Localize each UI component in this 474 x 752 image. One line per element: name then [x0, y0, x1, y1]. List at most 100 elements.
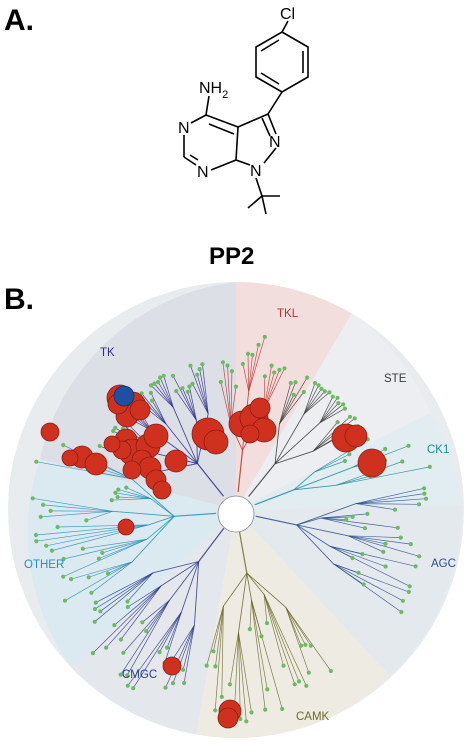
tree-leaf [69, 577, 74, 582]
tree-branch [215, 606, 224, 667]
tree-branch [321, 517, 398, 529]
tree-branch [293, 484, 336, 491]
tree-leaf [61, 574, 66, 579]
tree-leaf [182, 680, 187, 686]
structure-bonds [183, 20, 309, 215]
tree-branch [348, 535, 386, 545]
tree-branch [255, 515, 297, 526]
tree-branch [172, 407, 198, 464]
tree-leaf [174, 388, 179, 394]
tree-branch [151, 400, 167, 425]
tree-branch [127, 585, 162, 608]
tree-branch [347, 535, 384, 553]
tree-leaf [34, 539, 39, 544]
tree-branch [263, 594, 268, 624]
tree-branch [71, 561, 133, 580]
tree-branch [196, 463, 224, 497]
tree-leaf [288, 380, 293, 386]
tree-leaf [262, 374, 267, 379]
tree-leaf [319, 386, 324, 391]
tree-leaf [213, 664, 218, 669]
tree-leaf [148, 383, 154, 388]
tree-branch [254, 489, 295, 506]
tree-leaf [158, 375, 163, 380]
tree-leaf [89, 590, 94, 595]
tree-leaf [131, 686, 136, 691]
tree-leaf [327, 390, 332, 395]
tree-leaf [335, 420, 340, 425]
tree-leaf [398, 535, 403, 540]
tree-branch [321, 517, 366, 529]
tree-leaf [121, 650, 126, 655]
tree-branch [249, 600, 252, 630]
tree-leaf [356, 570, 361, 575]
family-label-cmgc: CMGC [122, 669, 157, 681]
tree-branch [279, 394, 295, 424]
tree-leaf [392, 507, 398, 512]
tree-branch [335, 466, 430, 486]
tree-branch [296, 503, 357, 526]
tree-leaf [383, 541, 388, 546]
tree-leaf [118, 672, 123, 677]
tree-branch [172, 375, 197, 421]
tree-branch [285, 607, 332, 672]
tree-branch [115, 492, 151, 499]
tree-leaf [256, 342, 261, 347]
panel-a-label: A. [4, 4, 34, 37]
tree-branch [112, 510, 175, 517]
tree-leaf [240, 361, 245, 367]
tree-branch [248, 354, 253, 392]
tree-branch [165, 624, 195, 688]
tree-branch [192, 383, 209, 414]
tree-leaf [93, 600, 98, 605]
tree-branch [263, 594, 284, 666]
tree-branch [141, 393, 167, 425]
tree-leaf [335, 395, 340, 400]
tree-leaf [41, 502, 46, 507]
hit-circle [61, 449, 79, 467]
tree-branch [175, 390, 197, 421]
tree-leaf [395, 525, 400, 530]
tree-branch [127, 611, 182, 686]
tree-branch [251, 600, 266, 710]
hit-circle [217, 707, 239, 729]
tree-leaf [417, 554, 422, 559]
tree-leaf [361, 582, 366, 587]
tree-branch [182, 625, 195, 670]
tree-branch [169, 561, 200, 601]
tree-leaf [265, 687, 270, 692]
tree-leaf [125, 673, 130, 678]
tree-leaf [259, 634, 264, 639]
tree-branch [274, 422, 321, 465]
tree-branch [131, 515, 175, 563]
tree-branch [131, 478, 175, 517]
family-label-other: OTHER [24, 559, 64, 571]
tree-leaf [347, 452, 352, 457]
family-label-ck1: CK1 [427, 444, 449, 456]
tree-leaf [247, 627, 252, 632]
tree-leaf [38, 514, 43, 520]
tree-branch [92, 585, 162, 654]
hit-circle [162, 656, 182, 676]
tree-leaf [296, 679, 302, 684]
tree-leaf [269, 363, 274, 368]
tree-leaf [197, 367, 202, 372]
tree-leaf [416, 502, 422, 507]
tree-leaf [213, 708, 218, 713]
tree-leaf [244, 719, 249, 724]
tree-branch [329, 545, 386, 567]
tree-branch [150, 392, 167, 425]
tree-branch [238, 632, 252, 713]
pyrimidine-nitrogen-bottom: N [197, 164, 209, 181]
tree-branch [157, 381, 174, 408]
tree-branch [132, 611, 182, 689]
hit-circle [240, 424, 260, 444]
hit-circle [143, 423, 169, 449]
tree-leaf [406, 589, 411, 595]
tree-leaf [61, 556, 66, 562]
tree-branch [145, 599, 170, 632]
hit-circles [40, 384, 387, 729]
tree-branch [248, 344, 259, 392]
tree-branch [285, 607, 310, 673]
tree-leaf [249, 710, 254, 715]
